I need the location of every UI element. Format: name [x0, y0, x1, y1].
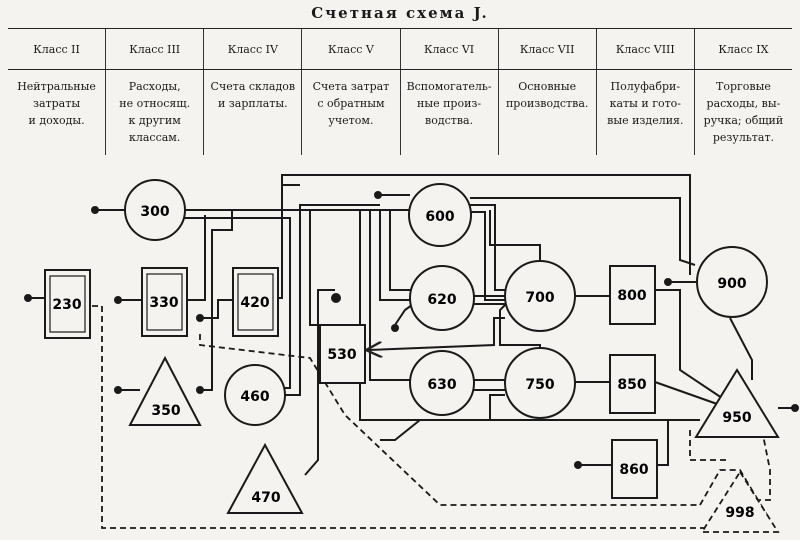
node-850: 850: [609, 354, 656, 414]
node-label: 300: [140, 204, 169, 220]
class-description: Торговые расходы, вы- ручка; общий резул…: [703, 80, 784, 144]
class-header: Класс IX: [718, 42, 769, 56]
node-300: 300: [124, 179, 186, 241]
node-label: 350: [151, 403, 180, 419]
page-title: Счетная схема J.: [311, 4, 489, 22]
class-description: Расходы, не относящ. к другим классам.: [106, 70, 205, 155]
node-label: 600: [425, 209, 454, 225]
class-header: Класс III: [106, 29, 205, 69]
node-900: 900: [696, 246, 768, 318]
node-label: 950: [722, 410, 751, 426]
node-label: 330: [149, 295, 178, 311]
node-350: 350: [128, 355, 202, 426]
node-630: 630: [409, 350, 475, 416]
node-label: 850: [617, 377, 646, 393]
node-750: 750: [504, 347, 576, 419]
node-label: 998: [725, 505, 754, 521]
class-description: Вспомогатель- ные произ- водства.: [401, 70, 499, 155]
node-620: 620: [409, 265, 475, 331]
node-420: 420: [232, 267, 279, 337]
class-header: Класс IV: [204, 29, 303, 69]
node-950: 950: [694, 368, 780, 438]
class-description-row: Нейтральные затраты и доходы. Расходы, н…: [8, 70, 792, 155]
class-description: Счета складов и зарплаты.: [204, 70, 303, 155]
node-label: 630: [427, 377, 456, 393]
endpoint-dots: [24, 191, 799, 469]
node-label: 470: [251, 490, 280, 506]
class-table: Класс II Класс III Класс IV Класс V Клас…: [8, 28, 792, 155]
node-label: 230: [52, 297, 81, 313]
class-description: Основные производства.: [499, 70, 597, 155]
class-header: Класс VI: [401, 29, 499, 69]
node-label: 530: [327, 347, 356, 363]
account-flow-diagram: 230 330 420 530 800 850 860 300 460 600: [24, 174, 799, 533]
node-label: 620: [427, 292, 456, 308]
node-230: 230: [44, 269, 91, 339]
class-header-row: Класс II Класс III Класс IV Класс V Клас…: [8, 29, 792, 70]
node-470: 470: [226, 442, 304, 514]
node-530: 530: [319, 324, 366, 384]
node-600: 600: [408, 183, 472, 247]
node-998: 998: [700, 470, 780, 533]
node-label: 420: [240, 295, 269, 311]
node-460: 460: [224, 364, 286, 426]
class-header: Класс VII: [499, 29, 597, 69]
class-description: Счета затрат с обратным учетом.: [302, 70, 401, 155]
node-800: 800: [609, 265, 656, 325]
class-header: Класс V: [302, 29, 401, 69]
class-description: Нейтральные затраты и доходы.: [8, 70, 107, 155]
node-label: 750: [525, 377, 554, 393]
node-label: 800: [617, 288, 646, 304]
node-label: 700: [525, 290, 554, 306]
node-860: 860: [611, 439, 658, 499]
node-700: 700: [504, 260, 576, 332]
dashed-connections: [92, 305, 771, 529]
node-label: 900: [717, 276, 746, 292]
class-header: Класс II: [8, 29, 107, 69]
class-header: Класс VIII: [597, 29, 695, 69]
node-label: 460: [240, 389, 269, 405]
node-label: 860: [619, 462, 648, 478]
class-description: Полуфабри- каты и гото- вые изделия.: [597, 70, 695, 155]
node-330: 330: [141, 267, 188, 337]
